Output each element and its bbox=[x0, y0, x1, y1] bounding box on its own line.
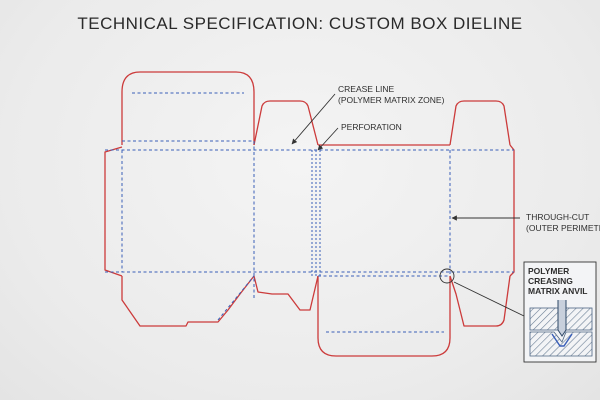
through-cut-sublabel: (OUTER PERIMETER) bbox=[526, 223, 600, 233]
glue-tab-cut bbox=[104, 146, 123, 277]
crease-lock-diagonal bbox=[217, 275, 255, 321]
perforation-leader bbox=[317, 127, 339, 151]
creasing-rule bbox=[557, 300, 567, 337]
anvil-left-block bbox=[529, 307, 559, 331]
detail-circle bbox=[439, 268, 455, 284]
crease-lines bbox=[105, 92, 514, 333]
anvil-matrix-base bbox=[529, 331, 593, 357]
crease-line-sublabel: (POLYMER MATRIX ZONE) bbox=[338, 95, 445, 105]
crease-line-label: CREASE LINE bbox=[338, 84, 395, 94]
bottom-lock-cut bbox=[121, 275, 255, 327]
anvil-title-line-3: MATRIX ANVIL bbox=[528, 286, 588, 296]
perforation-lines bbox=[311, 150, 321, 276]
anvil-inset-title: POLYMER CREASING MATRIX ANVIL bbox=[528, 266, 588, 296]
end-panel-cut bbox=[509, 144, 515, 277]
dust-flap-right-bottom-cut bbox=[449, 275, 511, 327]
anvil-leader bbox=[453, 281, 525, 317]
anvil-title-line-2: CREASING bbox=[528, 276, 573, 286]
leader-lines bbox=[291, 93, 525, 317]
anvil-title-line-1: POLYMER bbox=[528, 266, 570, 276]
groove-highlight bbox=[551, 333, 573, 347]
top-tuck-flap-cut bbox=[121, 71, 255, 145]
dust-flap-right-top-cut bbox=[449, 100, 511, 146]
anvil-right-block bbox=[565, 307, 593, 331]
perforation-label: PERFORATION bbox=[341, 122, 402, 132]
bottom-tuck-flap-cut bbox=[317, 276, 451, 357]
through-cut-label: THROUGH-CUT bbox=[526, 212, 590, 222]
dust-flap-bottom-cut bbox=[253, 275, 319, 311]
page-title: TECHNICAL SPECIFICATION: CUSTOM BOX DIEL… bbox=[77, 14, 523, 33]
dust-flap-top-cut bbox=[253, 100, 319, 146]
crease-leader bbox=[291, 93, 336, 145]
anvil-inset bbox=[523, 261, 597, 363]
cut-lines bbox=[104, 71, 515, 357]
